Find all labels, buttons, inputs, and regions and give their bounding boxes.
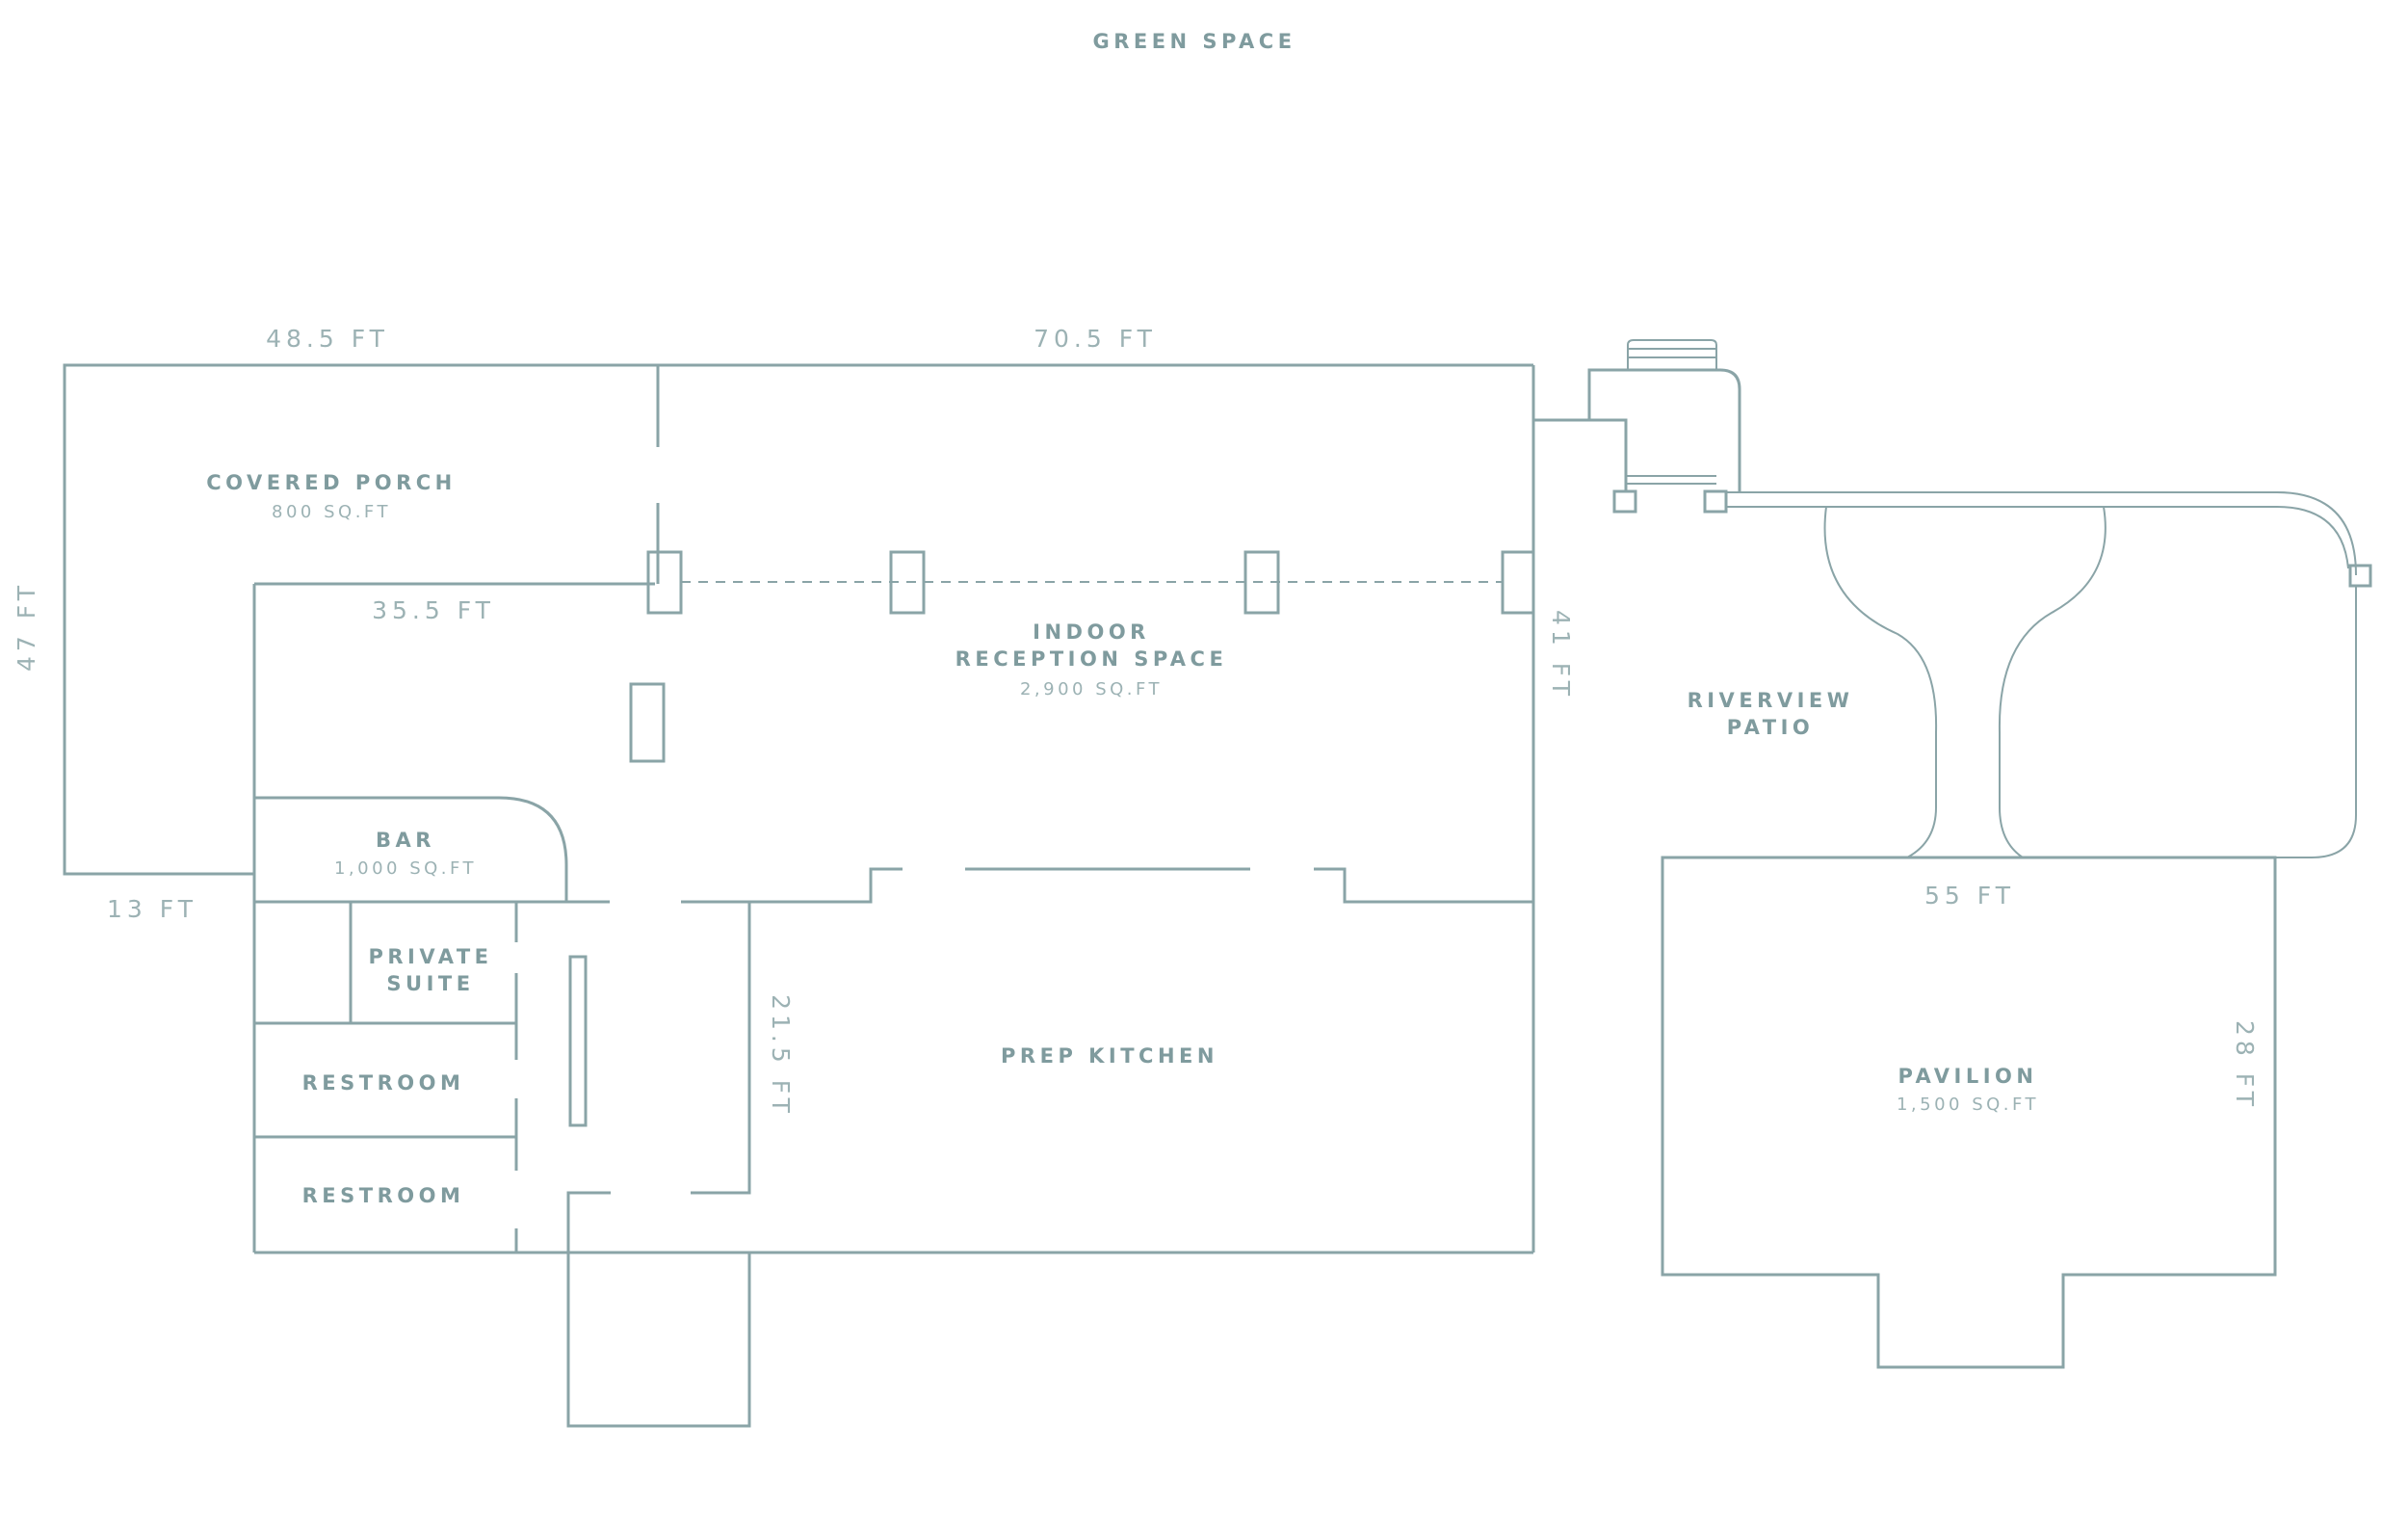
- dimension-label: 55 FT: [1924, 882, 2015, 910]
- bar-label: BAR: [376, 829, 435, 852]
- reception-area: 2,900 SQ.FT: [1020, 679, 1163, 699]
- dimension-label: 28 FT: [2231, 1020, 2259, 1111]
- post: [1703, 489, 1728, 514]
- railing-outer: [1726, 491, 2357, 576]
- green-space-label: GREEN SPACE: [1092, 30, 1296, 53]
- planter-curve-right: [1998, 506, 2107, 858]
- patio-label-line1: RIVERVIEW: [1688, 689, 1854, 712]
- steps-top: [1627, 339, 1717, 370]
- suite-label-line2: SUITE: [386, 972, 474, 995]
- column: [646, 550, 683, 615]
- restroom-label: RESTROOM: [302, 1071, 465, 1095]
- dimension-label: 70.5 FT: [1034, 325, 1157, 353]
- connector: [1533, 368, 1741, 491]
- column: [1243, 550, 1280, 615]
- restroom-label: RESTROOM: [302, 1184, 465, 1207]
- corridor-wall: [681, 900, 751, 1195]
- covered-porch-outline: [63, 363, 254, 876]
- patio-label-line2: PATIO: [1727, 716, 1815, 739]
- kitchen-top-wall-left: [749, 867, 903, 904]
- covered-porch-label: COVERED PORCH: [206, 471, 456, 494]
- kitchen-top-wall-right: [1314, 867, 1533, 904]
- pavilion-label: PAVILION: [1898, 1065, 2038, 1088]
- patio-walls: [1533, 339, 2372, 858]
- post: [2348, 564, 2372, 588]
- dimension-label: 41 FT: [1547, 610, 1575, 700]
- suite-label-line1: PRIVATE: [369, 945, 493, 968]
- bar-area: 1,000 SQ.FT: [334, 858, 477, 879]
- reception-label-line1: INDOOR: [1033, 620, 1150, 644]
- dimension-label: 35.5 FT: [372, 596, 495, 624]
- dimension-label: 47 FT: [13, 581, 40, 672]
- dimension-label: 13 FT: [107, 895, 197, 923]
- post: [1612, 489, 1637, 514]
- steps-bottom: [1626, 475, 1716, 485]
- column: [889, 550, 926, 615]
- bottom-annex: [566, 1191, 751, 1428]
- column: [629, 682, 666, 763]
- pavilion-outline: [1661, 856, 2277, 1369]
- column: [1501, 550, 1535, 615]
- dimension-label: 21.5 FT: [767, 994, 795, 1118]
- covered-porch-area: 800 SQ.FT: [272, 502, 391, 522]
- connector-side: [1589, 418, 1628, 491]
- corridor-counter: [568, 955, 588, 1127]
- patio-right-edge: [2273, 586, 2357, 858]
- reception-label-line2: RECEPTION SPACE: [955, 647, 1228, 671]
- dimension-label: 48.5 FT: [266, 325, 389, 353]
- bar-counter: [254, 796, 568, 902]
- pavilion-area: 1,500 SQ.FT: [1897, 1095, 2039, 1115]
- prep-kitchen-label: PREP KITCHEN: [1001, 1044, 1218, 1068]
- railing-inner: [1726, 506, 2349, 569]
- planter-curve-left: [1823, 506, 1938, 858]
- main-building-walls: [63, 363, 1535, 1428]
